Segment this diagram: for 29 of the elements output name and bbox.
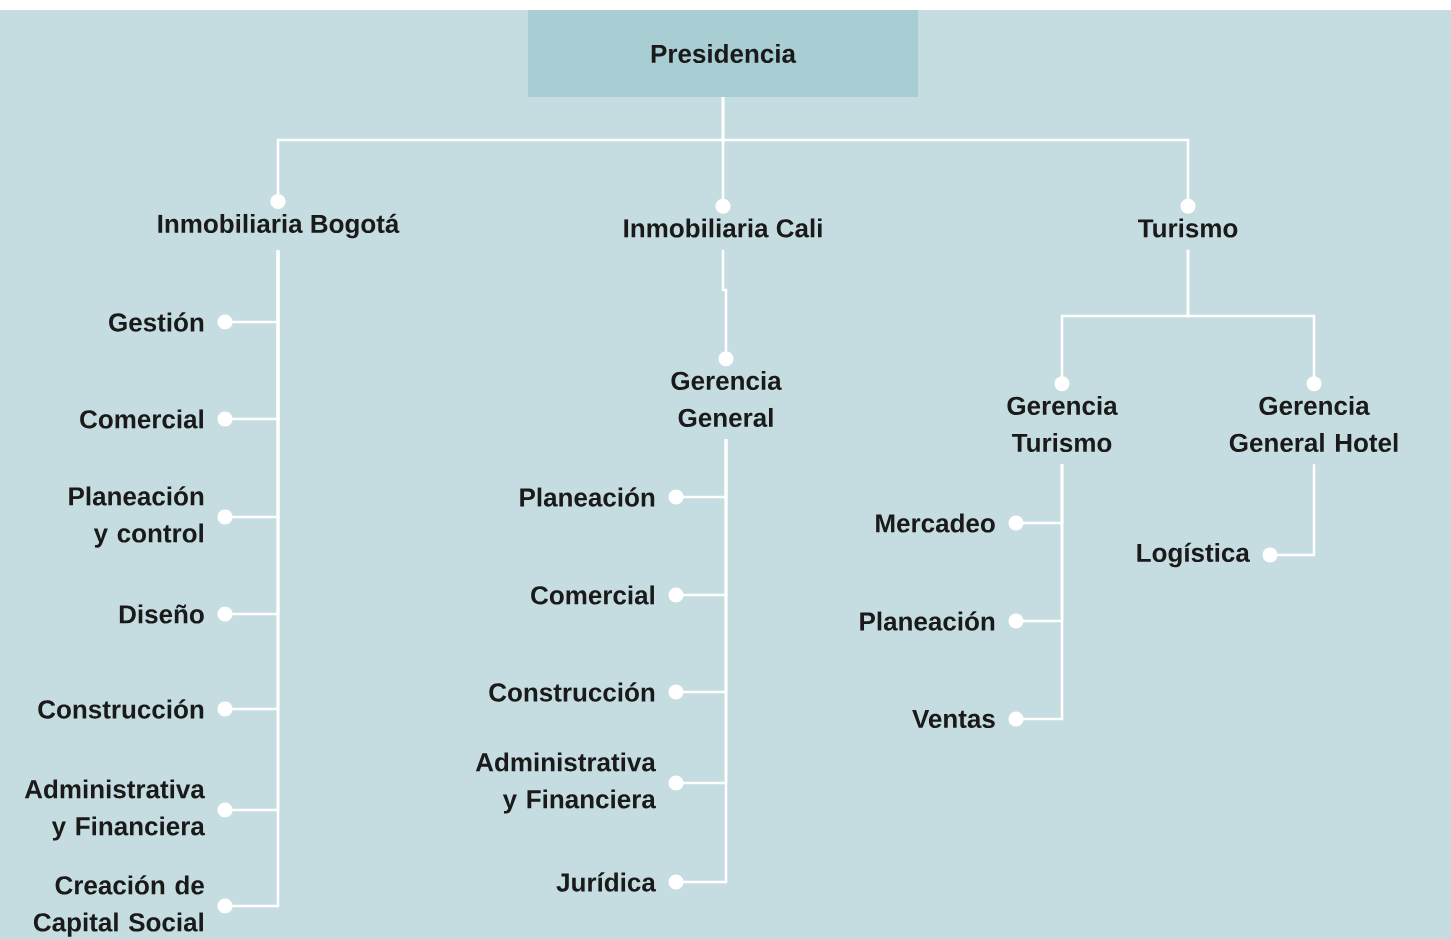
unit-label: Gerencia General — [671, 370, 782, 428]
department-label: Creación de Capital Social — [33, 875, 204, 937]
connector — [668, 439, 728, 890]
department-label: Ventas — [912, 709, 995, 729]
unit-label: Gerencia Turismo — [1007, 395, 1118, 453]
connector — [1186, 249, 1322, 392]
unit-label: Turismo — [1138, 218, 1238, 238]
connector — [1262, 464, 1316, 563]
department-label: Diseño — [119, 604, 204, 624]
unit-label: Inmobiliaria Cali — [624, 218, 822, 238]
department-label: Planeación — [860, 611, 995, 631]
department-label: Mercadeo — [876, 513, 995, 533]
connector — [1008, 464, 1064, 727]
unit-label: Inmobiliaria Bogotá — [158, 213, 400, 239]
department-label: Jurídica — [556, 872, 656, 892]
department-label: Planeación — [520, 487, 655, 507]
department-label: Gestión — [109, 312, 204, 332]
department-label: Construcción — [38, 699, 204, 719]
unit-box: Presidencia — [528, 10, 918, 97]
department-label: Administrativa y Financiera — [24, 779, 205, 841]
department-label: Administrativa y Financiera — [475, 752, 656, 814]
department-label: Comercial — [80, 409, 203, 429]
unit-label: Gerencia General Hotel — [1229, 395, 1398, 453]
connector — [718, 249, 734, 367]
department-label: Comercial — [531, 585, 654, 605]
department-label: Planeación y control — [69, 486, 204, 548]
department-label: Construcción — [489, 682, 655, 702]
connector — [721, 97, 1196, 214]
department-label: Logística — [1137, 542, 1250, 568]
